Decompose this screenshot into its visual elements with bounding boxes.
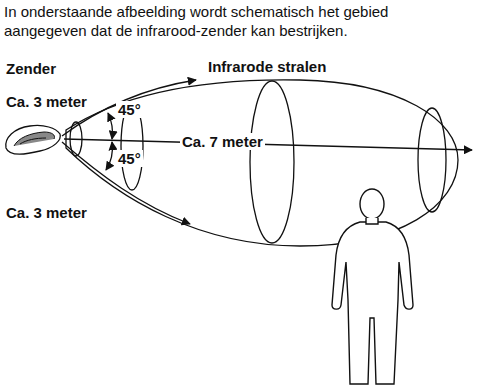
angle-arc xyxy=(106,142,112,170)
transmitter-label: Zender xyxy=(6,60,56,77)
remote-transmitter xyxy=(6,125,61,154)
range-arrow xyxy=(64,139,472,150)
person-figure xyxy=(332,189,413,384)
beam-outline xyxy=(66,80,458,246)
angle-label: 45° xyxy=(116,150,143,167)
intro-text: In onderstaande afbeelding wordt schemat… xyxy=(4,2,404,40)
range-label: Ca. 3 meter xyxy=(6,93,87,110)
beam-section xyxy=(418,108,446,212)
angle-arc xyxy=(108,113,113,139)
range-label: Ca. 3 meter xyxy=(6,204,87,221)
angle-label: 45° xyxy=(116,101,143,118)
beam-label: Infrarode stralen xyxy=(208,58,326,75)
beam-section xyxy=(250,81,294,243)
range-label: Ca. 7 meter xyxy=(180,133,265,150)
